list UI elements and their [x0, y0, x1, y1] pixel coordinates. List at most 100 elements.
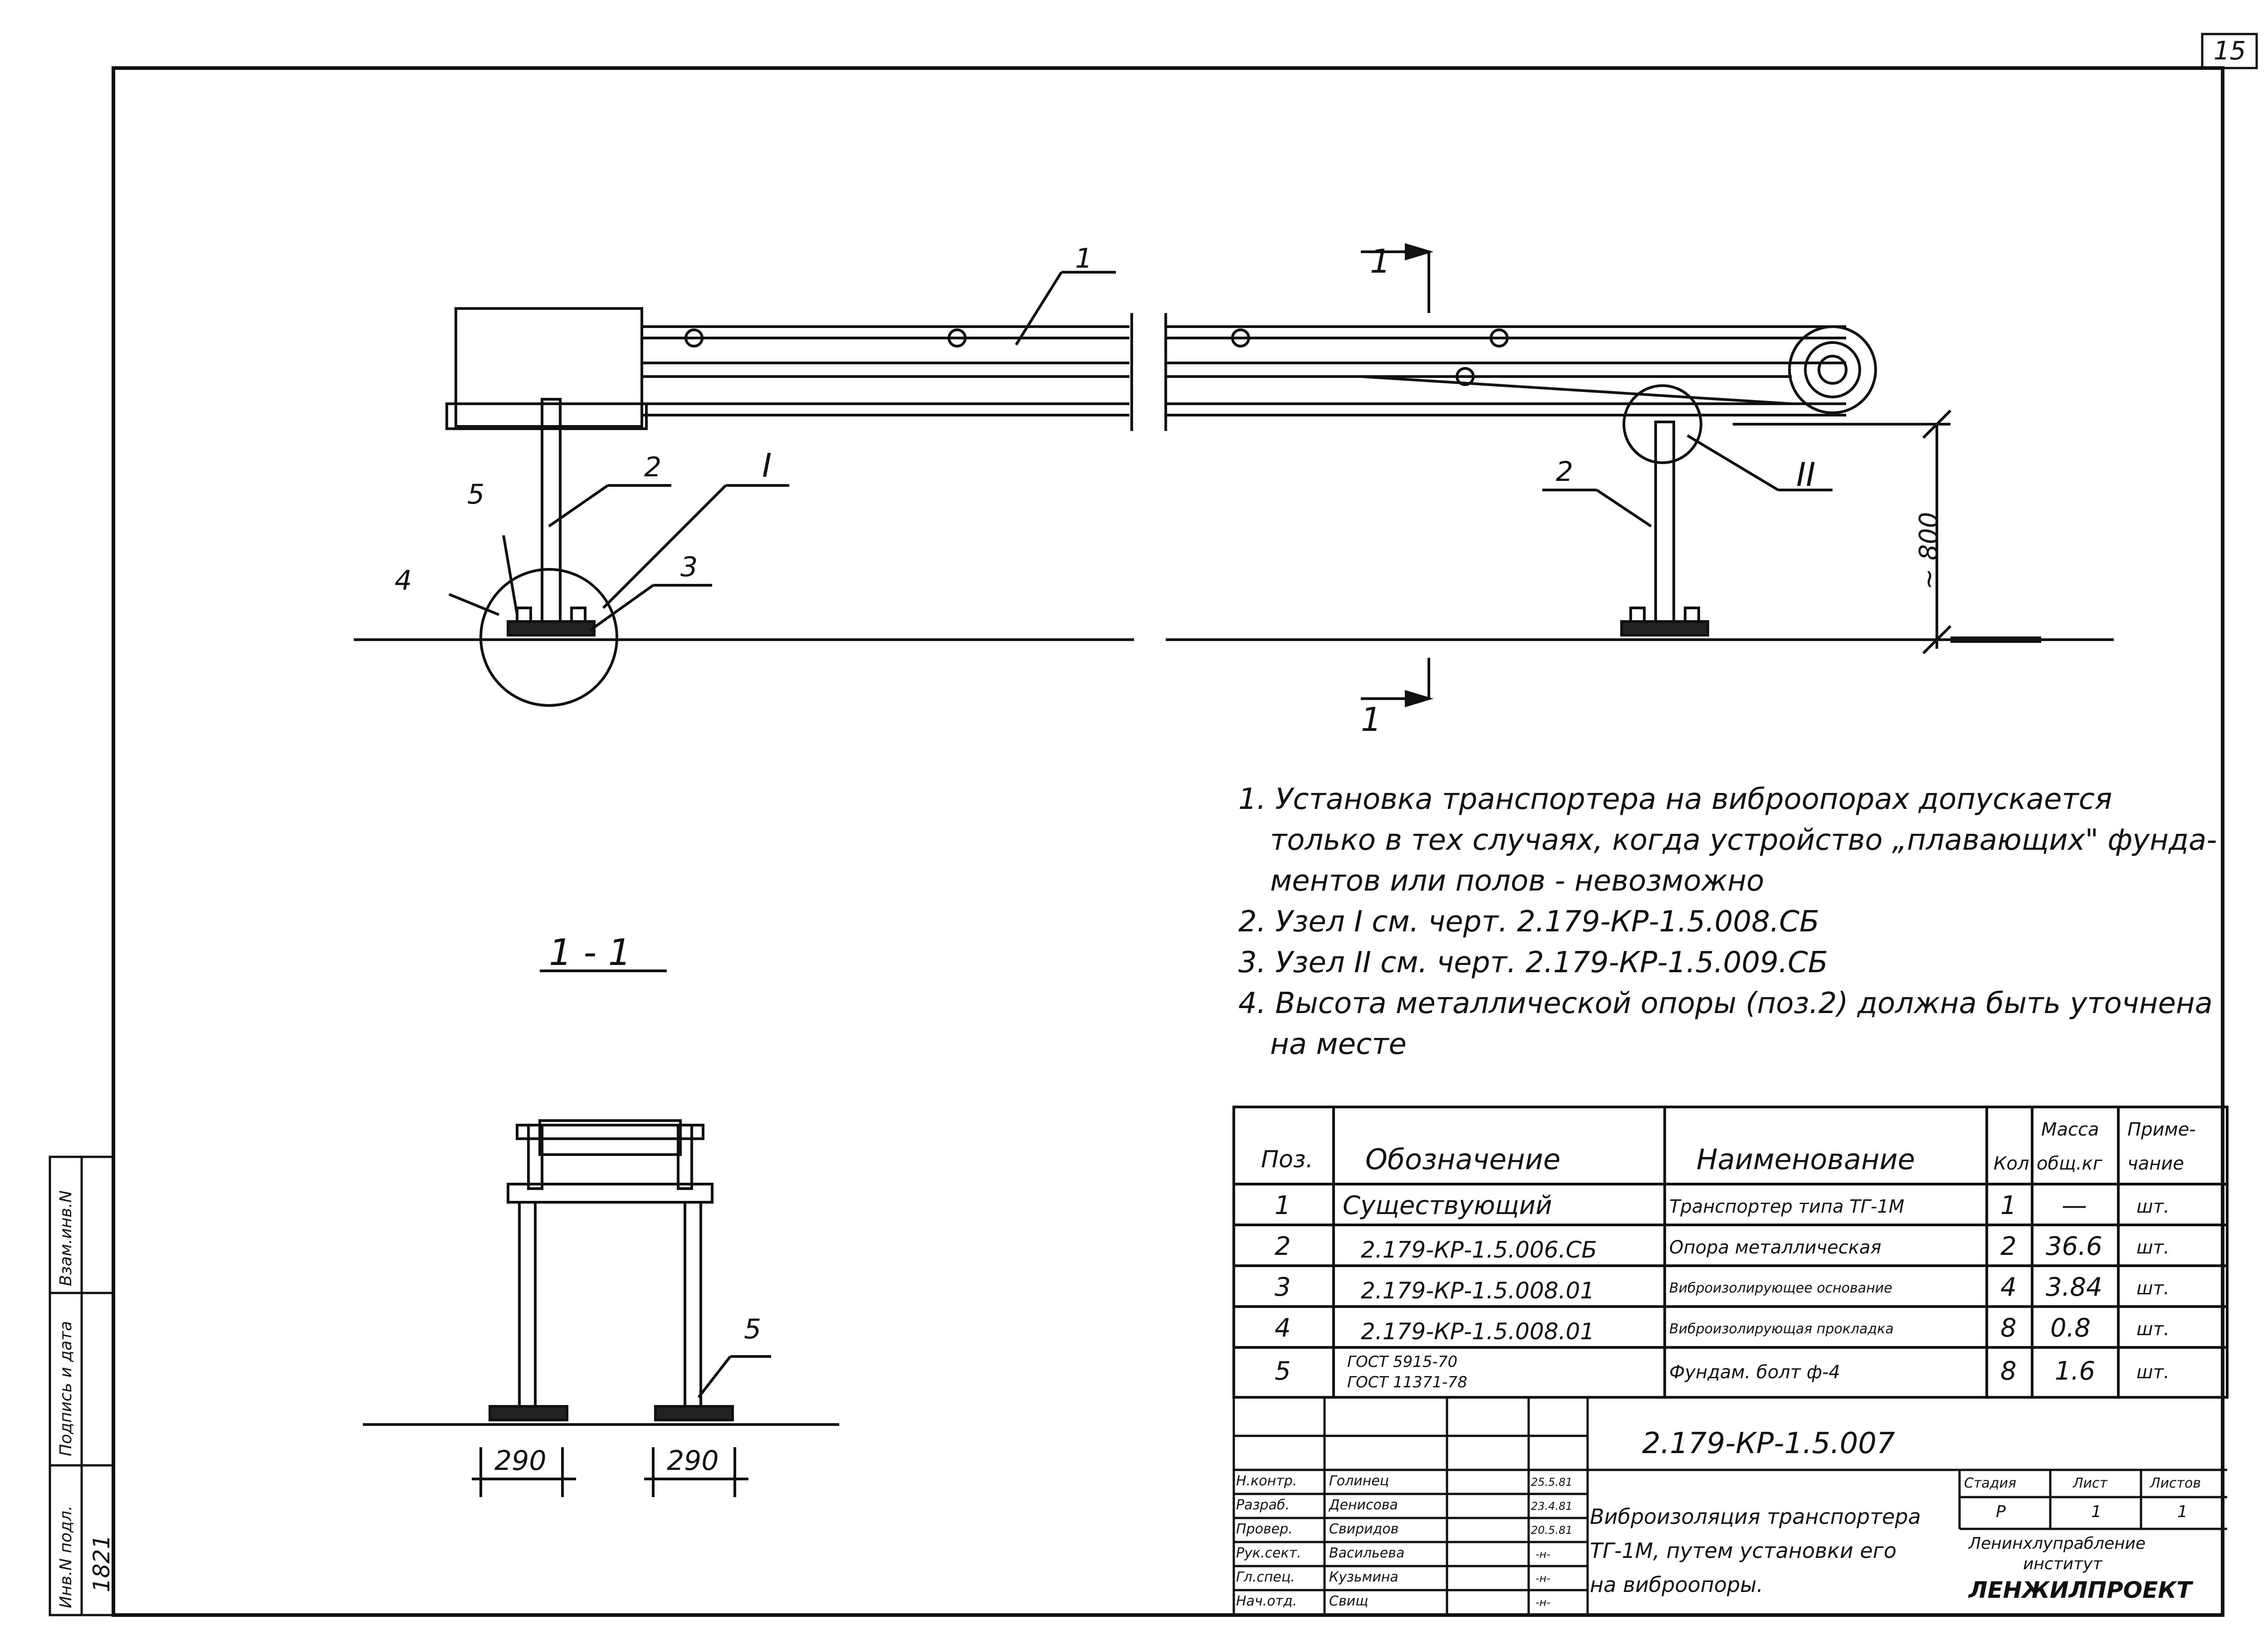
signer-date: 25.5.81 [1531, 1476, 1573, 1488]
callout-pos4: 4 [395, 565, 412, 597]
doc-code: 2.179-КР-1.5.007 [1642, 1427, 1895, 1460]
callout-pos1: 1 [1075, 243, 1093, 274]
section-mark-bottom: 1 [1361, 700, 1382, 739]
section-frame [516, 1124, 704, 1140]
row-note: шт. [2136, 1319, 2170, 1340]
row-designation: Существующий [1343, 1191, 1552, 1220]
dim-height: ~ 800 [1914, 512, 1944, 590]
row-designation-2: ГОСТ 11371-78 [1347, 1373, 1467, 1391]
signer-date: -н- [1535, 1548, 1551, 1561]
row-qty: 2 [2000, 1232, 2017, 1261]
signer-name: Свищ [1329, 1593, 1369, 1609]
row-note: шт. [2136, 1196, 2170, 1217]
support-right [1654, 421, 1675, 627]
note-line-4: 2. Узел I см. черт. 2.179-КР-1.5.008.СБ [1238, 905, 1819, 939]
side-stamp-vzam: Взам.инв.N [57, 1190, 75, 1286]
header-note-bottom: чание [2127, 1153, 2184, 1174]
node-I-label: I [762, 446, 772, 485]
signer-role: Разраб. [1236, 1497, 1290, 1513]
note-line-2: только в тех случаях, когда устройство „… [1270, 823, 2217, 857]
signer-role: Провер. [1236, 1521, 1293, 1537]
callout-pos2-right: 2 [1556, 456, 1574, 488]
sheet-value: 1 [2091, 1503, 2102, 1521]
note-line-3: ментов или полов - невозможно [1270, 864, 1765, 898]
row-name: Фундам. болт ф-4 [1669, 1362, 1840, 1383]
sheet-frame [112, 66, 2224, 1617]
signer-name: Кузьмина [1329, 1569, 1398, 1585]
callout-pos2-left: 2 [644, 451, 662, 483]
stage-label: Стадия [1964, 1475, 2017, 1491]
support-left [541, 398, 562, 627]
side-stamp-podpis: Подпись и дата [57, 1321, 75, 1456]
org-line-3: ЛЕНЖИЛПРОЕКТ [1969, 1577, 2192, 1603]
side-stamp-inv-value: 1821 [88, 1534, 115, 1592]
signer-date: -н- [1535, 1572, 1551, 1585]
row-qty: 4 [2000, 1273, 2017, 1302]
callout-pos5-section: 5 [744, 1313, 762, 1345]
row-mass: 3.84 [2046, 1273, 2102, 1302]
sheets-value: 1 [2177, 1503, 2188, 1521]
end-drum [1788, 325, 1877, 414]
node-II-circle [1623, 384, 1702, 464]
header-mass-top: Масса [2041, 1119, 2099, 1140]
row-pos: 4 [1275, 1313, 1291, 1343]
page-number: 15 [2214, 36, 2246, 66]
row-note: шт. [2136, 1362, 2170, 1383]
node-II-label: II [1796, 455, 1816, 494]
row-qty: 8 [2000, 1356, 2017, 1386]
row-mass: 1.6 [2055, 1356, 2096, 1386]
signer-role: Н.контр. [1236, 1473, 1297, 1489]
row-pos: 1 [1275, 1191, 1291, 1220]
row-name: Опора металлическая [1669, 1237, 1882, 1258]
callout-pos3: 3 [680, 551, 698, 583]
signer-role: Рук.сект. [1236, 1545, 1301, 1561]
row-qty: 8 [2000, 1313, 2017, 1343]
callout-pos5-side: 5 [467, 479, 485, 510]
drive-box [455, 307, 643, 428]
section-title: 1 - 1 [549, 931, 631, 974]
row-name: Виброизолирующая прокладка [1669, 1321, 1894, 1337]
title-line-3: на виброопоры. [1590, 1572, 1764, 1597]
side-stamp-inv-podl: Инв.N подл. [57, 1505, 75, 1608]
stage-value: Р [1996, 1503, 2006, 1521]
row-note: шт. [2136, 1237, 2170, 1258]
signer-role: Гл.спец. [1236, 1569, 1295, 1585]
header-mass-bottom: общ.кг [2037, 1153, 2102, 1174]
header-designation: Обозначение [1365, 1143, 1561, 1176]
header-pos: Поз. [1261, 1146, 1314, 1173]
header-qty: Кол [1994, 1153, 2029, 1174]
section-mark-top: 1 [1370, 242, 1391, 280]
spec-table-frame [1232, 1106, 2229, 1399]
signer-name: Денисова [1329, 1497, 1398, 1513]
row-designation: 2.179-КР-1.5.006.СБ [1361, 1237, 1597, 1263]
row-pos: 3 [1275, 1273, 1291, 1302]
signer-name: Голинец [1329, 1473, 1389, 1489]
row-mass: 36.6 [2046, 1232, 2102, 1261]
row-pos: 5 [1275, 1356, 1291, 1386]
signer-date: 23.4.81 [1531, 1500, 1573, 1513]
row-mass: 0.8 [2050, 1313, 2091, 1343]
title-line-1: Виброизоляция транспортера [1590, 1504, 1921, 1529]
note-line-5: 3. Узел II см. черт. 2.179-КР-1.5.009.СБ [1238, 946, 1828, 979]
signer-role: Нач.отд. [1236, 1593, 1297, 1609]
row-name: Виброизолирующее основание [1669, 1280, 1892, 1296]
org-line-1: Ленинхлупраблениe [1969, 1534, 2146, 1553]
note-line-1: 1. Установка транспортера на виброопорах… [1238, 783, 2112, 816]
row-designation: 2.179-КР-1.5.008.01 [1361, 1318, 1595, 1345]
row-name: Транспортер типа ТГ-1М [1669, 1196, 1905, 1217]
note-line-7: на месте [1270, 1028, 1407, 1061]
row-qty: 1 [2000, 1191, 2017, 1220]
row-note: шт. [2136, 1278, 2170, 1299]
row-pos: 2 [1275, 1232, 1291, 1261]
note-line-6: 4. Высота металлической опоры (поз.2) до… [1238, 987, 2213, 1020]
row-designation: 2.179-КР-1.5.008.01 [1361, 1278, 1595, 1304]
signer-date: 20.5.81 [1531, 1524, 1573, 1537]
org-line-2: институт [2023, 1555, 2102, 1573]
signer-name: Васильева [1329, 1545, 1405, 1561]
signer-date: -н- [1535, 1596, 1551, 1609]
page-number-box [2201, 33, 2258, 69]
row-mass: — [2062, 1191, 2087, 1220]
node-I-circle [479, 568, 618, 707]
title-line-2: ТГ-1М, путем установки его [1590, 1538, 1897, 1563]
